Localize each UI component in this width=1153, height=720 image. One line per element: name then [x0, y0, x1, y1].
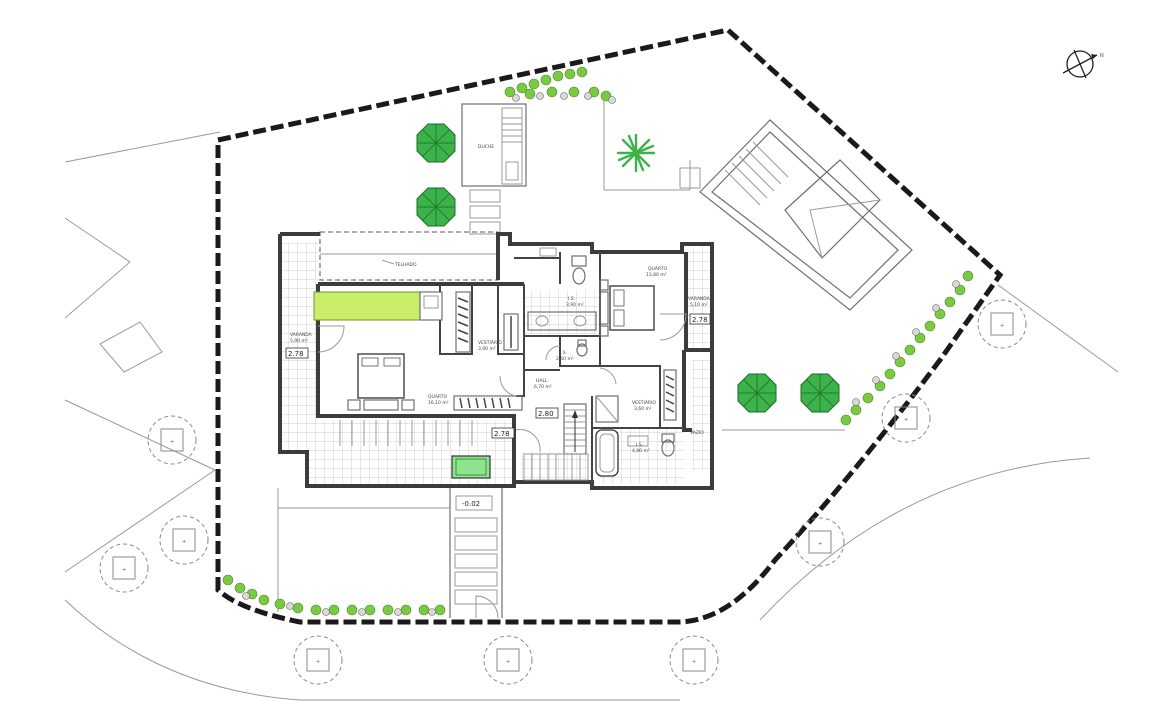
level-hall: 2.80 [538, 410, 554, 418]
bedroom-right-name: QUARTO [648, 266, 667, 272]
bed-icon [347, 353, 415, 411]
svg-text:+: + [818, 541, 822, 547]
svg-text:+: + [316, 659, 320, 665]
trees [416, 123, 840, 413]
palm-icon [616, 133, 656, 173]
wc1-area: 3,90 m² [566, 302, 584, 308]
dressing-right-name: VESTIÁRIO [632, 399, 656, 406]
pool-area [679, 119, 913, 311]
entrance-level: -0.02 [462, 500, 480, 508]
svg-text:N: N [1100, 53, 1104, 59]
dressing-left-area: 3,90 m² [478, 346, 496, 352]
north-arrow-icon: N [1062, 49, 1104, 79]
jacuzzi [451, 455, 491, 479]
svg-text:+: + [692, 659, 696, 665]
stairs-icon [339, 403, 589, 481]
terrace-left-area: 5,90 m² [290, 338, 308, 344]
wc3-area: 4,80 m² [632, 448, 650, 454]
toilet-icon [571, 255, 675, 457]
bed-icon [599, 279, 655, 337]
bedroom-left-name: QUARTO [428, 394, 447, 400]
shrub-icon [222, 66, 974, 616]
svg-text:+: + [1000, 323, 1004, 329]
wc1-name: I.S. [568, 296, 575, 302]
tree-icon [800, 373, 840, 413]
lap-pool [313, 291, 421, 321]
svg-text:+: + [182, 539, 186, 545]
wardrobe-icon [453, 291, 523, 411]
void-name: VAZIO [690, 430, 704, 436]
dressing-left-name: VESTIÁRIO [478, 339, 502, 346]
terrace-right-name: VARANDA [688, 296, 711, 302]
level-terrace-right: 2.78 [692, 316, 708, 324]
hall-name: HALL [536, 378, 548, 384]
context-lines [64, 100, 1119, 701]
svg-text:+: + [506, 659, 510, 665]
wc2-name: I.S. [560, 350, 567, 356]
tree-icon [416, 187, 456, 227]
level-terrace-left: 2.78 [288, 350, 304, 358]
wc2-area: 2,60 m² [556, 356, 574, 362]
hall-area: 6,70 m² [534, 384, 552, 390]
svg-text:+: + [170, 439, 174, 445]
bathtub-icon [595, 429, 619, 477]
property-boundary [215, 27, 1004, 625]
tree-icon [737, 373, 777, 413]
entrance-path: -0.02 [277, 488, 503, 619]
shower-label: DUCHE [478, 144, 494, 150]
house: TELHADO [278, 231, 714, 490]
terrace-left-name: VARANDA [290, 332, 313, 338]
svg-text:+: + [904, 417, 908, 423]
roof-label: TELHADO [394, 262, 417, 268]
bedroom-right-area: 13,80 m² [646, 272, 667, 278]
dressing-right-area: 3,60 m² [634, 406, 652, 412]
wc3-name: I.S. [636, 442, 643, 448]
tree-icon [416, 123, 456, 163]
terrace-right-area: 5,10 m² [690, 302, 708, 308]
tree-pits: + + + + + + + + + [99, 299, 1027, 685]
bedroom-left-area: 16,10 m² [428, 400, 449, 406]
svg-text:+: + [122, 567, 126, 573]
level-terrace-front: 2.78 [494, 430, 510, 438]
outdoor-shower: DUCHE [461, 103, 527, 235]
